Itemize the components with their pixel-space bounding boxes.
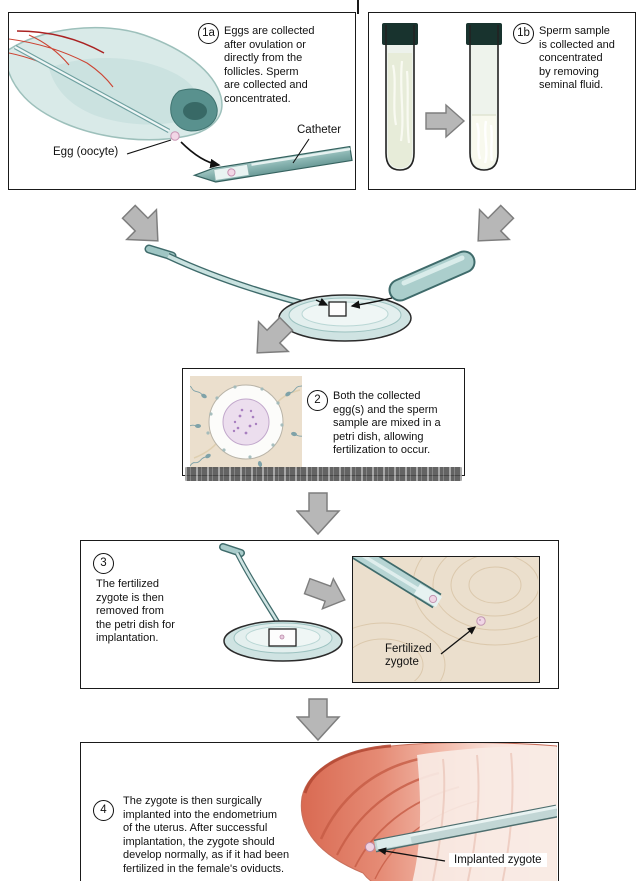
step-3-text: The fertilized zygote is then removed fr…	[96, 578, 175, 645]
watermark-strip	[185, 467, 462, 481]
zygote-inset-panel: Fertilized zygote	[352, 556, 540, 683]
egg-oocyte-label: Egg (oocyte)	[53, 146, 119, 158]
down-left-arrow-icon	[256, 316, 294, 354]
uterus-implantation-illustration	[300, 743, 557, 881]
panel-divider-line	[357, 0, 359, 14]
fertilized-zygote-label: Fertilized zygote	[385, 643, 432, 668]
step-4-badge: 4	[93, 800, 114, 821]
down-left-arrow-icon	[477, 204, 515, 242]
catheter-label: Catheter	[297, 124, 342, 136]
panel-step-2: 2 Both the collected egg(s) and the sper…	[182, 368, 465, 476]
step-3-badge: 3	[93, 553, 114, 574]
panel-step-1a: 1a Eggs are collected after ovulation or…	[8, 12, 356, 190]
step-1b-badge: 1b	[513, 23, 534, 44]
ovary-catheter-illustration	[9, 26, 353, 183]
step-1a-badge: 1a	[198, 23, 219, 44]
down-arrow-icon	[296, 492, 341, 536]
test-tubes-illustration	[382, 23, 502, 171]
mixing-illustration	[121, 204, 515, 354]
sperm-cells	[190, 379, 302, 469]
egg-cell-illustration	[190, 376, 302, 469]
down-right-arrow-icon	[121, 204, 159, 242]
step-2-text: Both the collected egg(s) and the sperm …	[333, 390, 441, 457]
panel-step-4: 4 The zygote is then surgically implante…	[80, 742, 559, 881]
step-4-text: The zygote is then surgically implanted …	[123, 795, 290, 875]
panel-step-1b: 1b Sperm sample is collected and concent…	[368, 12, 636, 190]
right-arrow-icon	[303, 576, 346, 610]
implanted-zygote-label: Implanted zygote	[449, 853, 547, 867]
fertilized-zygote-illustration	[353, 557, 538, 681]
panel-step-3: 3 The fertilized zygote is then removed …	[80, 540, 559, 689]
down-arrow-icon	[296, 698, 341, 742]
step-1b-text: Sperm sample is collected and concentrat…	[539, 25, 615, 92]
petri-dish-pipette-illustration	[219, 543, 346, 662]
step-2-badge: 2	[307, 390, 328, 411]
step-1a-text: Eggs are collected after ovulation or di…	[224, 25, 315, 105]
